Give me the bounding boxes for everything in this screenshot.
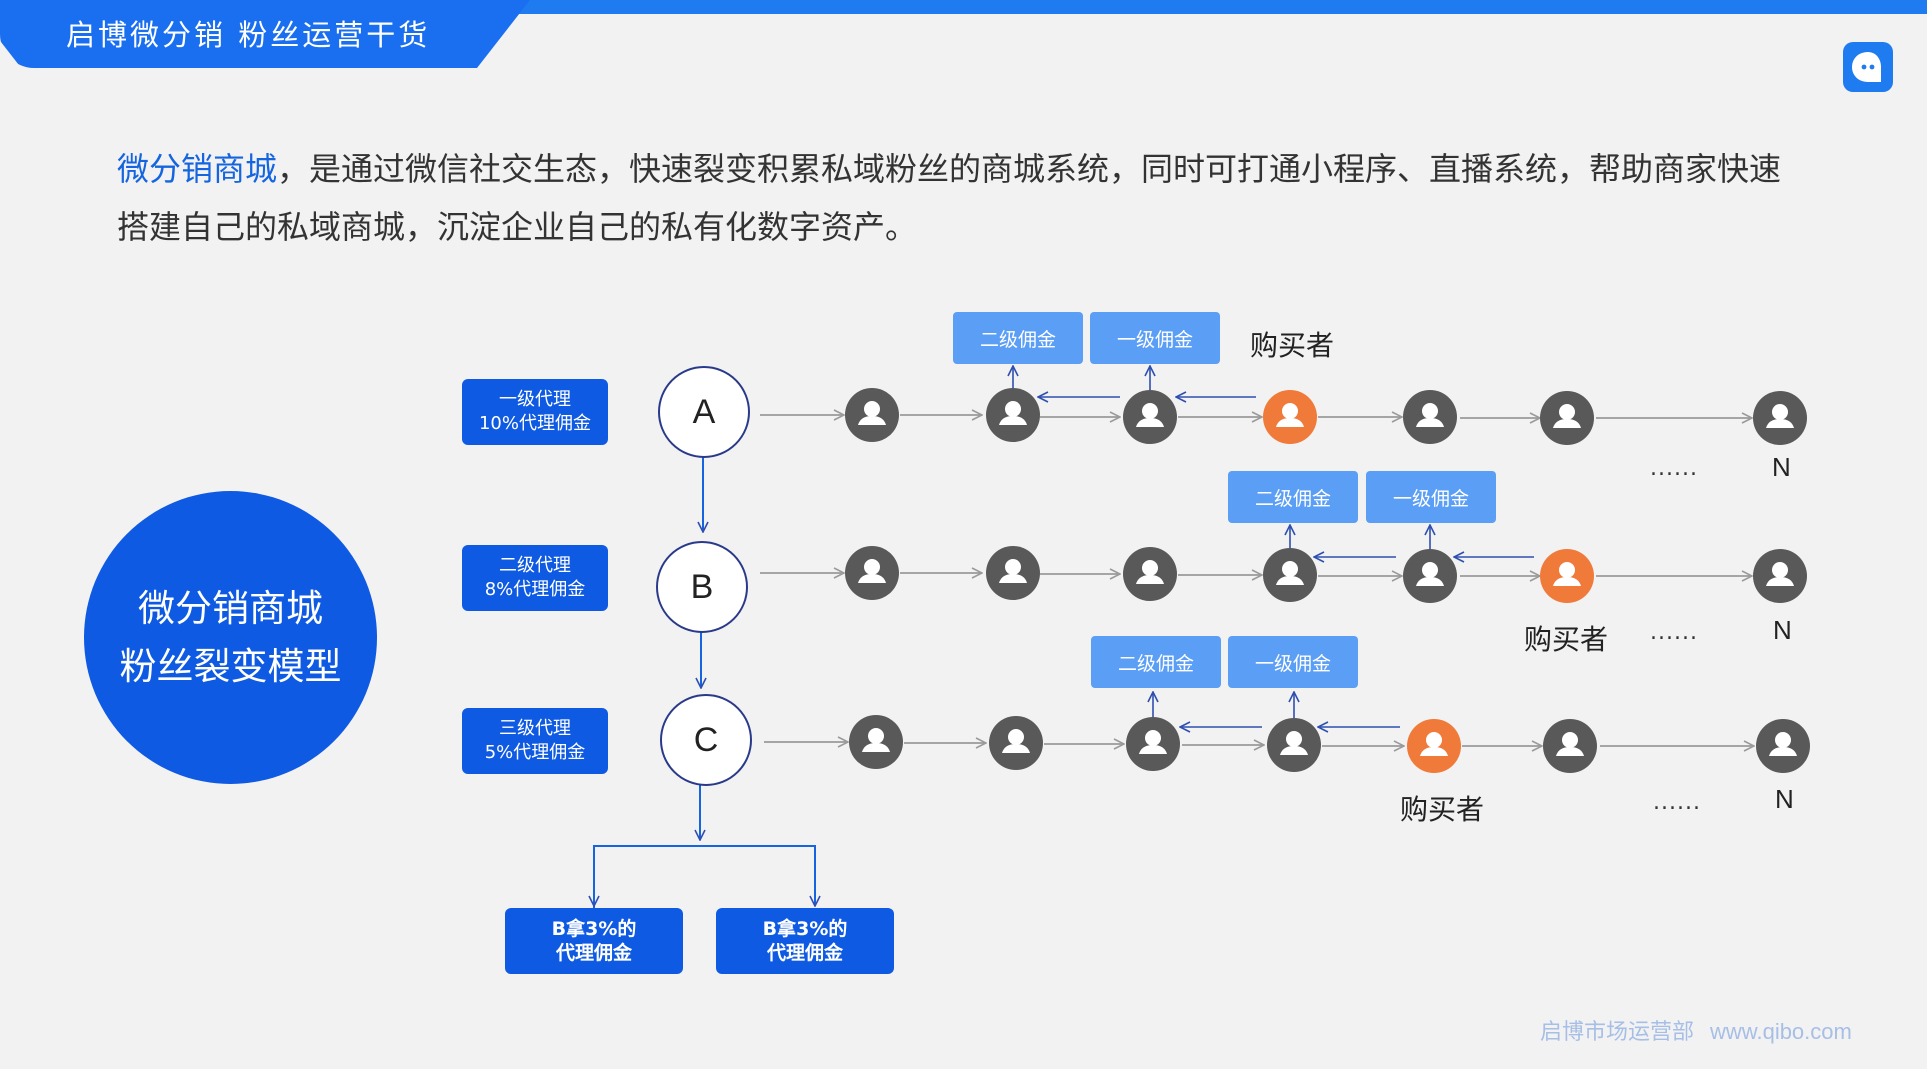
user-node xyxy=(844,387,900,443)
level-node-c: C xyxy=(660,694,752,786)
user-icon xyxy=(849,715,903,769)
header-tab xyxy=(0,0,530,68)
user-icon xyxy=(1267,718,1321,772)
model-circle: 微分销商城 粉丝裂变模型 xyxy=(84,491,377,784)
footer: 启博市场运营部 www.qibo.com xyxy=(1540,1014,1852,1046)
buyer-label-a: 购买者 xyxy=(1250,329,1335,362)
intro-line1: ，是通过微信社交生态，快速裂变积累私域粉丝的商城系统，同时可打通小程序、直播系统… xyxy=(277,150,1782,188)
agent-title: 一级代理 xyxy=(499,389,571,410)
level-node-b: B xyxy=(656,541,748,633)
user-node xyxy=(1125,716,1181,772)
buyer-label-b: 购买者 xyxy=(1524,623,1609,656)
user-node xyxy=(1755,718,1811,774)
user-node xyxy=(1266,717,1322,773)
footer-site: www.qibo.com xyxy=(1710,1019,1852,1044)
agent-rate: 8%代理佣金 xyxy=(484,579,586,600)
ellipsis-c: ...... xyxy=(1653,790,1701,815)
level-node-a: A xyxy=(658,366,750,458)
end-label-c: N xyxy=(1775,784,1794,814)
result-line2: 代理佣金 xyxy=(766,942,843,964)
commission-first-c: 一级佣金 xyxy=(1228,636,1358,688)
buyer-node xyxy=(1406,718,1462,774)
ellipsis-b: ...... xyxy=(1650,620,1698,645)
user-node xyxy=(985,545,1041,601)
user-node xyxy=(1539,390,1595,446)
user-icon xyxy=(1407,719,1461,773)
footer-dept: 启博市场运营部 xyxy=(1540,1020,1695,1045)
commission-first-b: 一级佣金 xyxy=(1366,471,1496,523)
chat-icon xyxy=(1852,52,1881,82)
commission-second-a: 二级佣金 xyxy=(953,312,1083,364)
user-icon xyxy=(1126,717,1180,771)
user-icon xyxy=(986,388,1040,442)
user-node xyxy=(844,545,900,601)
user-icon xyxy=(1123,390,1177,444)
user-icon xyxy=(1403,390,1457,444)
result-box-left: B拿3%的 代理佣金 xyxy=(505,908,683,974)
user-icon xyxy=(1753,549,1807,603)
user-node xyxy=(1752,548,1808,604)
user-icon xyxy=(845,388,899,442)
result-line1: B拿3%的 xyxy=(551,918,637,940)
chat-button[interactable] xyxy=(1843,42,1893,92)
agent-title: 二级代理 xyxy=(499,555,571,576)
user-node xyxy=(988,715,1044,771)
user-icon xyxy=(1403,549,1457,603)
result-line1: B拿3%的 xyxy=(762,918,848,940)
result-box-right: B拿3%的 代理佣金 xyxy=(716,908,894,974)
commission-first-a: 一级佣金 xyxy=(1090,312,1220,364)
model-title-line2: 粉丝裂变模型 xyxy=(119,644,342,688)
user-node xyxy=(1542,718,1598,774)
commission-second-b: 二级佣金 xyxy=(1228,471,1358,523)
user-icon xyxy=(986,546,1040,600)
user-icon xyxy=(1123,547,1177,601)
buyer-node xyxy=(1539,548,1595,604)
user-node xyxy=(1122,546,1178,602)
agent-title: 三级代理 xyxy=(499,718,571,739)
user-icon xyxy=(1753,391,1807,445)
agent-box-level2: 二级代理 8%代理佣金 xyxy=(462,545,608,611)
user-icon xyxy=(845,546,899,600)
ellipsis-a: ...... xyxy=(1650,456,1698,481)
buyer-node xyxy=(1262,389,1318,445)
user-node xyxy=(985,387,1041,443)
intro-line2: 搭建自己的私域商城，沉淀企业自己的私有化数字资产。 xyxy=(117,208,918,246)
user-node xyxy=(1262,547,1318,603)
user-icon xyxy=(1263,390,1317,444)
user-node xyxy=(848,714,904,770)
user-node xyxy=(1402,389,1458,445)
agent-box-level1: 一级代理 10%代理佣金 xyxy=(462,379,608,445)
model-title-line1: 微分销商城 xyxy=(138,586,323,630)
intro-highlight: 微分销商城 xyxy=(117,150,278,188)
user-icon xyxy=(1540,549,1594,603)
user-node xyxy=(1122,389,1178,445)
user-icon xyxy=(1540,391,1594,445)
user-icon xyxy=(1756,719,1810,773)
agent-rate: 5%代理佣金 xyxy=(484,742,586,763)
agent-rate: 10%代理佣金 xyxy=(478,413,591,434)
buyer-label-c: 购买者 xyxy=(1400,793,1485,826)
user-node xyxy=(1402,548,1458,604)
end-label-b: N xyxy=(1773,615,1792,645)
page-title: 启博微分销 粉丝运营干货 xyxy=(66,18,431,52)
intro-paragraph: 微分销商城，是通过微信社交生态，快速裂变积累私域粉丝的商城系统，同时可打通小程序… xyxy=(117,140,1817,256)
commission-second-c: 二级佣金 xyxy=(1091,636,1221,688)
result-line2: 代理佣金 xyxy=(555,942,632,964)
agent-box-level3: 三级代理 5%代理佣金 xyxy=(462,708,608,774)
end-label-a: N xyxy=(1772,452,1791,482)
user-icon xyxy=(1543,719,1597,773)
user-icon xyxy=(989,716,1043,770)
user-icon xyxy=(1263,548,1317,602)
user-node xyxy=(1752,390,1808,446)
